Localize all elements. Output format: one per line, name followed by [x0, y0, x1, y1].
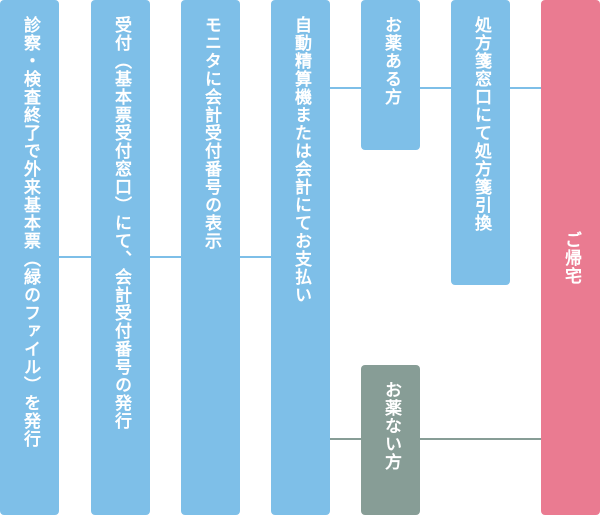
connector-with-medicine-prescription [420, 87, 451, 89]
branch-with-medicine: お薬ある方 [361, 0, 420, 150]
end-go-home-label: ご帰宅 [561, 230, 581, 285]
step-issue-outpatient-sheet-label: 診察・検査終了で外来基本票（緑のファイル）を発行 [20, 16, 40, 448]
step-payment: 自動精算機または会計にてお支払い [271, 0, 330, 515]
step-reception-number: 受付（基本票受付窓口）にて、会計受付番号の発行 [91, 0, 150, 515]
step-prescription-exchange: 処方箋窓口にて処方箋引換 [451, 0, 510, 285]
connector-step4-with-medicine [330, 87, 361, 89]
connector-prescription-end [510, 87, 541, 89]
step-reception-number-label: 受付（基本票受付窓口）にて、会計受付番号の発行 [111, 16, 131, 430]
connector-without-medicine-end [420, 438, 541, 440]
step-prescription-exchange-label: 処方箋窓口にて処方箋引換 [471, 16, 491, 232]
end-go-home: ご帰宅 [541, 0, 600, 515]
step-payment-label: 自動精算機または会計にてお支払い [291, 16, 311, 304]
step-monitor-display: モニタに会計受付番号の表示 [181, 0, 240, 515]
connector-step4-without-medicine [330, 438, 361, 440]
step-monitor-display-label: モニタに会計受付番号の表示 [201, 16, 221, 250]
branch-with-medicine-label: お薬ある方 [381, 16, 401, 106]
connector-step2-step3 [150, 256, 181, 258]
connector-step3-step4 [240, 256, 271, 258]
connector-step1-step2 [59, 256, 91, 258]
branch-without-medicine-label: お薬ない方 [381, 381, 401, 471]
branch-without-medicine: お薬ない方 [361, 365, 420, 515]
step-issue-outpatient-sheet: 診察・検査終了で外来基本票（緑のファイル）を発行 [0, 0, 59, 515]
